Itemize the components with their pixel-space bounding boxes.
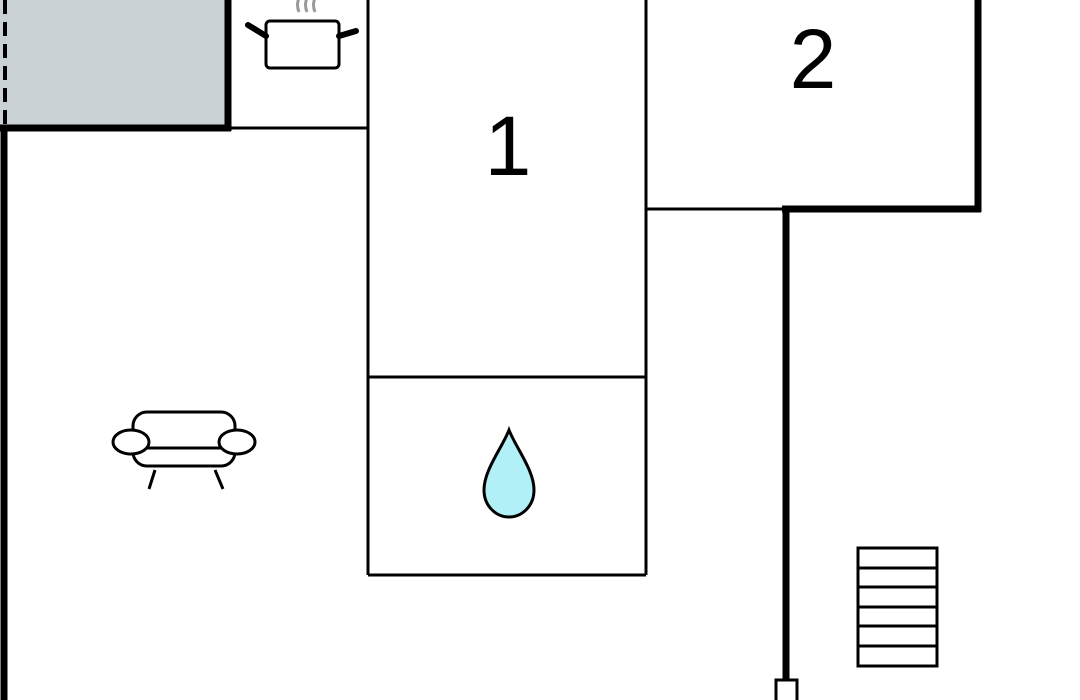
exterior-walls — [0, 0, 982, 700]
room-label-2: 2 — [790, 12, 837, 106]
stairs-icon — [856, 546, 939, 668]
cooking-pot-icon — [245, 0, 359, 70]
room-label-1: 1 — [485, 99, 532, 193]
water-drop-icon — [482, 425, 536, 519]
terrace-area — [0, 0, 228, 128]
sofa-icon — [111, 410, 257, 490]
door-marker — [774, 678, 799, 700]
interior-walls — [231, 0, 782, 577]
